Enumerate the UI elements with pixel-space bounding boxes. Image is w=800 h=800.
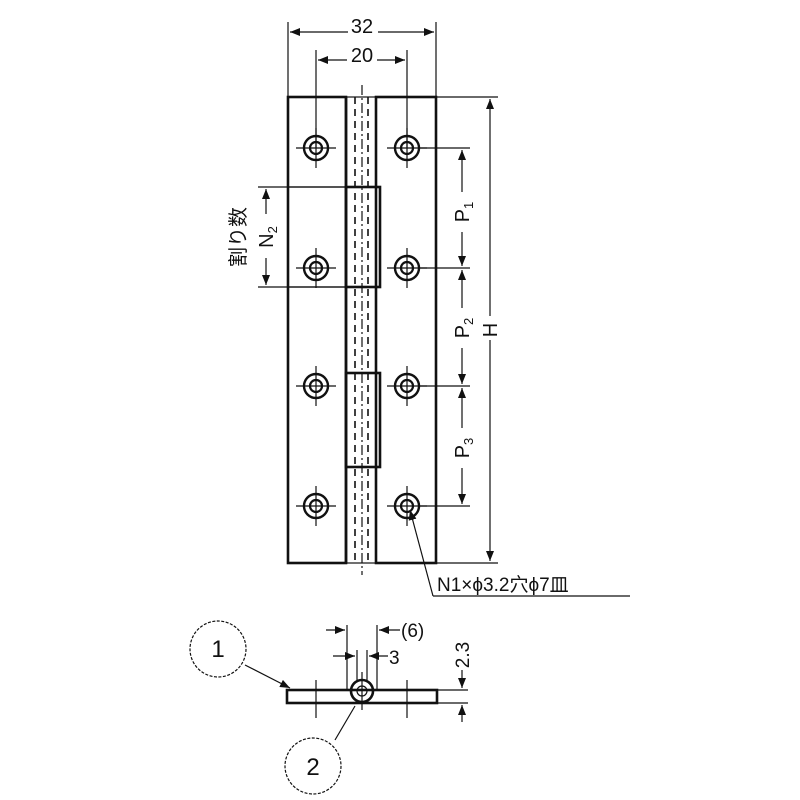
divisions-dimension: N2 割り数	[227, 186, 346, 288]
part-label-2: 2	[284, 705, 356, 795]
screw-hole-icon	[387, 248, 427, 288]
part-label-1: 1	[189, 620, 291, 689]
hole-callout-text: N1×ϕ3.2穴ϕ7皿	[437, 574, 569, 596]
screw-hole-icon	[296, 248, 336, 288]
hinge-side-view: (6) 3 2.3	[285, 621, 474, 722]
svg-text:2: 2	[306, 754, 319, 781]
thickness-label: 2.3	[453, 642, 474, 668]
screw-hole-icon	[296, 486, 336, 526]
screw-hole-icon	[296, 366, 336, 406]
pitch-1-label: P1	[452, 202, 476, 223]
knuckle-strip	[345, 96, 377, 564]
pitch-dimensions: P1 P2 P3	[420, 147, 476, 507]
divisions-text: 割り数	[227, 207, 250, 267]
pitch-2-label: P2	[452, 318, 476, 339]
hole-spacing-dimension: 20	[315, 43, 408, 148]
knuckle-segments	[344, 97, 382, 563]
svg-text:1: 1	[211, 636, 224, 663]
knuckle-diameter-label: (6)	[401, 621, 424, 642]
hinge-front-view	[286, 85, 438, 575]
divisions-label: N2	[256, 226, 280, 248]
pin-diameter-label: 3	[389, 648, 400, 669]
height-label: H	[480, 323, 502, 337]
pitch-3-label: P3	[452, 438, 476, 459]
width-dimension: 32	[287, 14, 437, 97]
hole-callout: N1×ϕ3.2穴ϕ7皿	[408, 509, 630, 597]
hole-spacing-label: 20	[351, 45, 373, 67]
screw-holes	[296, 128, 427, 526]
height-dimension: H	[436, 96, 502, 564]
width-total-label: 32	[351, 16, 373, 38]
